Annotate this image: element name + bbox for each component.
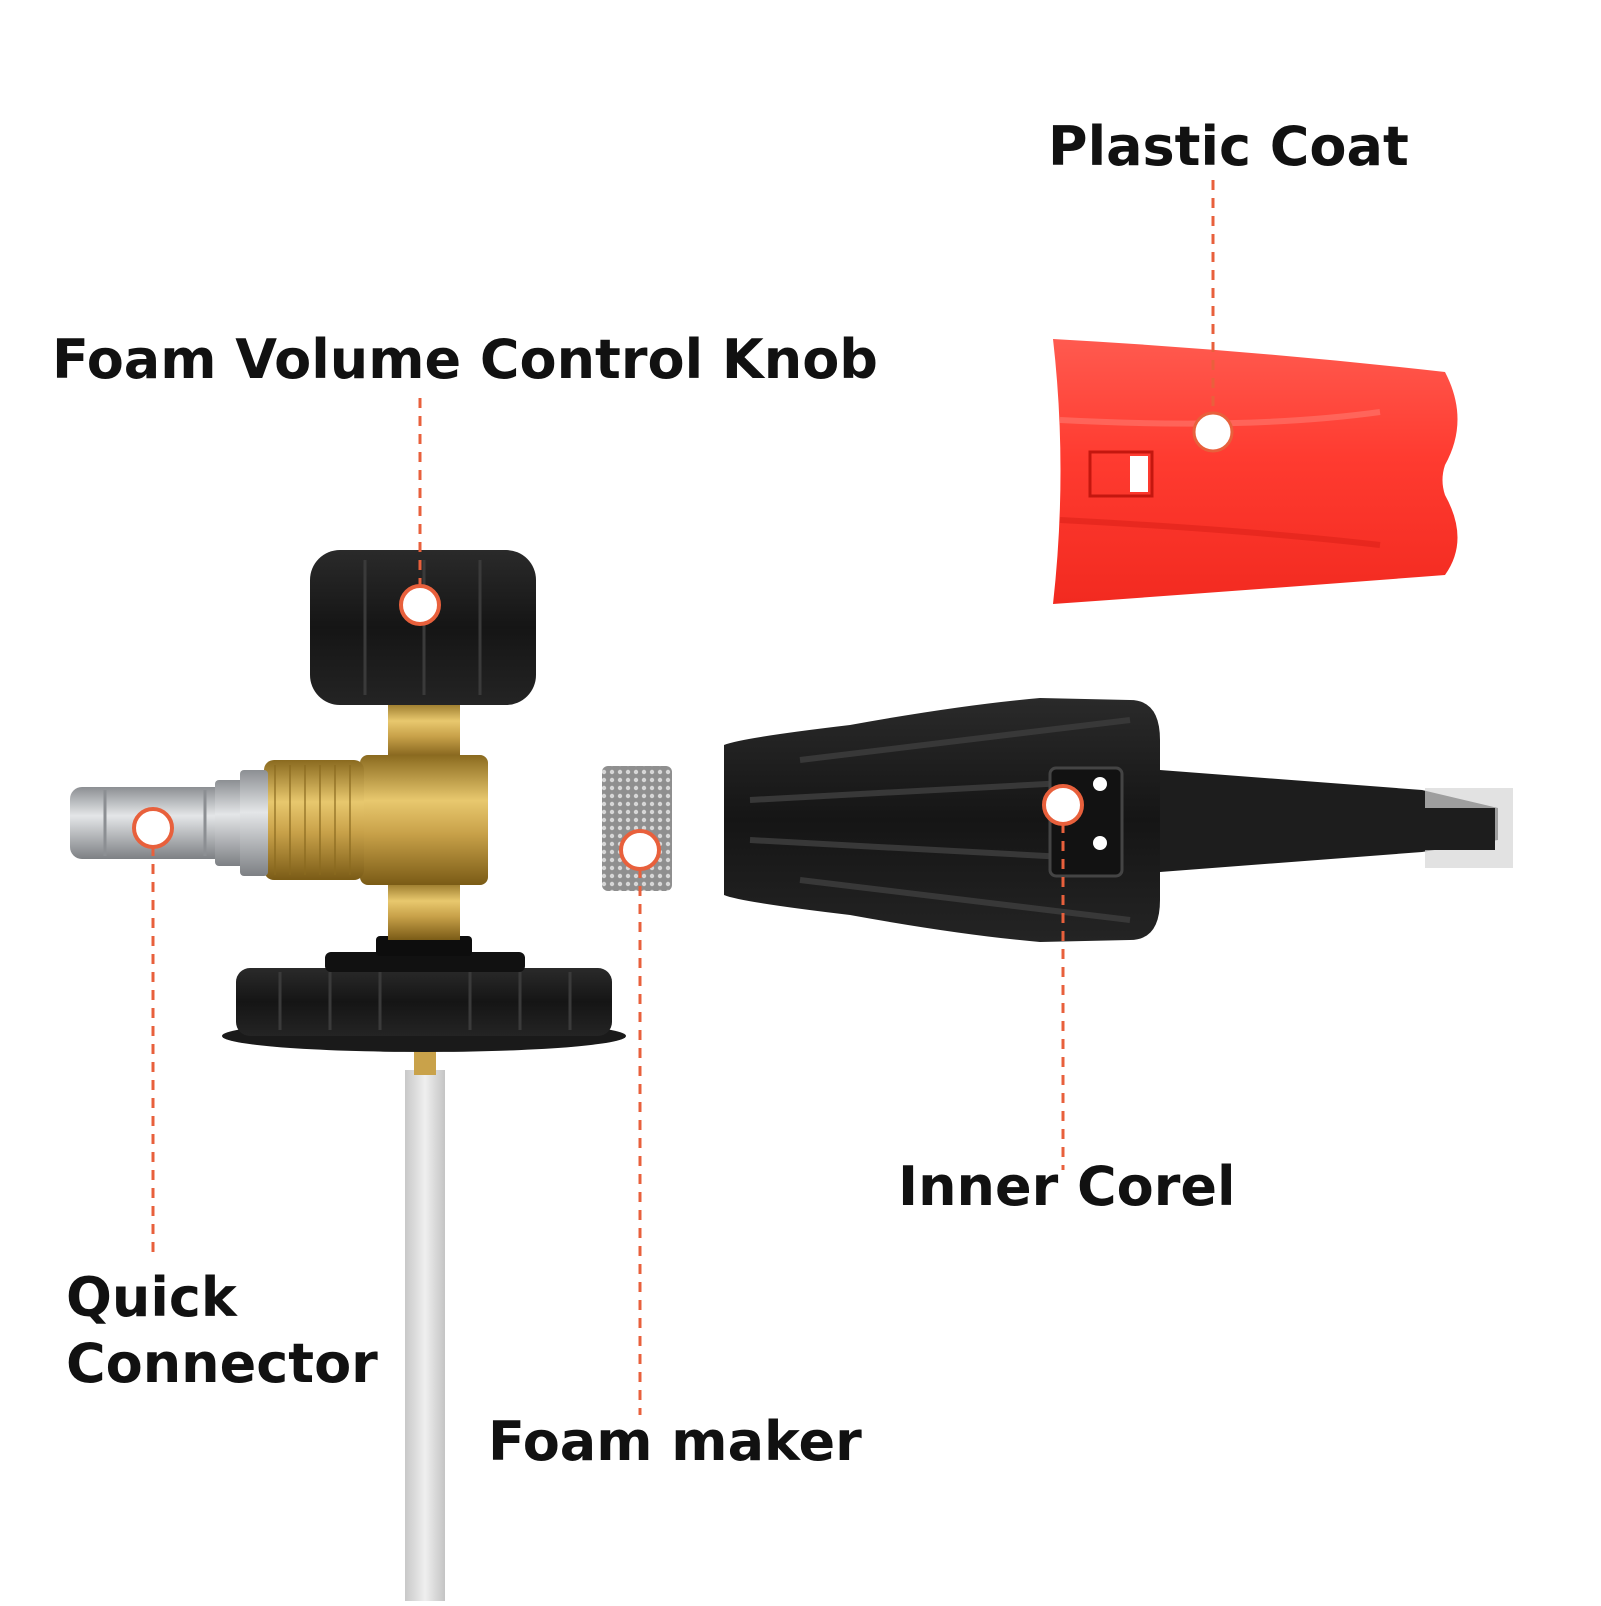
bottle-cap-part bbox=[222, 936, 626, 1052]
marker-knob bbox=[399, 584, 441, 626]
inner-core-part bbox=[724, 698, 1513, 942]
brass-body-part bbox=[264, 700, 488, 940]
label-quick-connector: Quick Connector bbox=[66, 1265, 378, 1397]
foam-maker-part bbox=[602, 766, 672, 891]
label-inner-corel: Inner Corel bbox=[898, 1155, 1236, 1218]
marker-plastic-coat bbox=[1192, 411, 1234, 453]
marker-dots bbox=[132, 411, 1234, 871]
marker-quick-connector bbox=[132, 807, 174, 849]
label-plastic-coat: Plastic Coat bbox=[1048, 115, 1409, 178]
marker-foam-maker bbox=[619, 829, 661, 871]
foam-volume-knob-part bbox=[310, 550, 536, 705]
label-quick-connector-line1: Quick bbox=[66, 1266, 237, 1329]
leader-lines bbox=[151, 180, 1215, 1415]
label-quick-connector-line2: Connector bbox=[66, 1332, 378, 1395]
plastic-coat-part bbox=[1053, 339, 1458, 604]
marker-inner-core bbox=[1042, 784, 1084, 826]
label-foam-volume-control-knob: Foam Volume Control Knob bbox=[52, 328, 878, 391]
label-foam-maker: Foam maker bbox=[488, 1410, 862, 1473]
